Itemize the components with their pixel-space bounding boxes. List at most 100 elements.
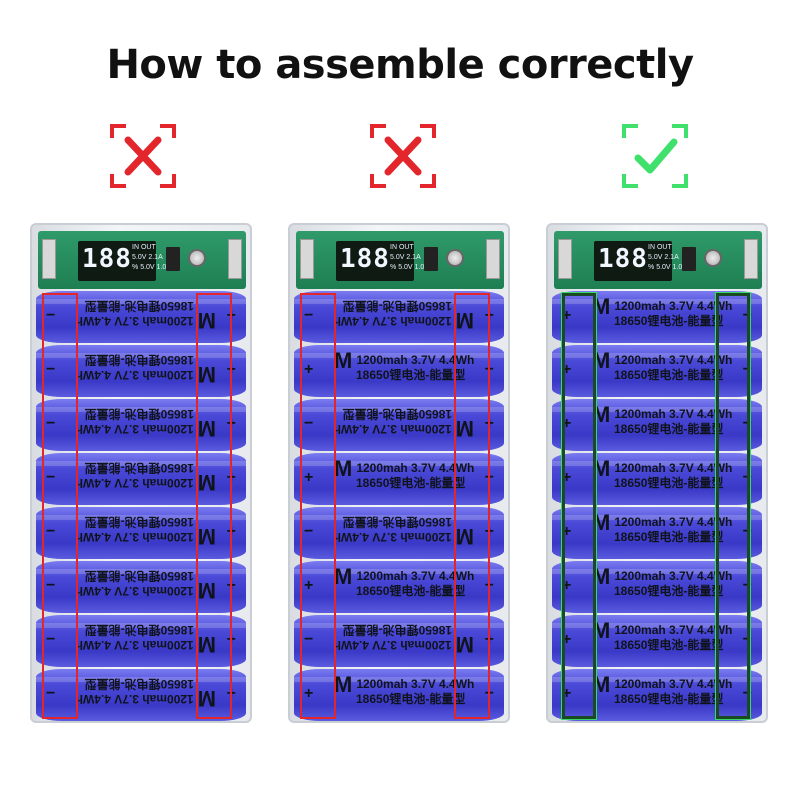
wrong-frame-left bbox=[42, 293, 78, 719]
brand-logo: M bbox=[592, 618, 611, 643]
terminal-minus: − bbox=[304, 523, 314, 540]
brand-logo: M bbox=[334, 564, 353, 589]
correct-marker bbox=[622, 124, 688, 188]
brand-logo: M bbox=[592, 564, 611, 589]
wrong-frame-left bbox=[300, 293, 336, 719]
terminal-plus: + bbox=[562, 469, 572, 486]
power-button bbox=[446, 249, 464, 267]
brand-logo: M bbox=[592, 510, 611, 535]
lcd-digits: 188 bbox=[340, 244, 390, 274]
brand-logo: M bbox=[334, 348, 353, 373]
lcd-info: IN OUT 5.0V 2.1A % 5.0V 1.0A bbox=[390, 244, 429, 271]
brand-logo: M bbox=[334, 672, 353, 697]
power-button bbox=[704, 249, 722, 267]
terminal-plus: + bbox=[562, 415, 572, 432]
lcd-display: 188 IN OUT 5.0V 2.1A % 5.0V 1.0A bbox=[336, 241, 429, 281]
terminal-minus: − bbox=[46, 469, 56, 486]
chip bbox=[682, 247, 696, 271]
cross-icon bbox=[110, 124, 176, 188]
battery-pack-wrong-1: 188 IN OUT 5.0V 2.1A % 5.0V 1.0A −M1200m… bbox=[30, 223, 252, 723]
battery-pack-wrong-2: 188 IN OUT 5.0V 2.1A % 5.0V 1.0A − M1200m… bbox=[288, 223, 510, 723]
lcd-display: 188 IN OUT 5.0V 2.1A % 5.0V 1.0A bbox=[594, 241, 687, 281]
terminal-plus: + bbox=[562, 361, 572, 378]
terminal-plus: + bbox=[304, 577, 314, 594]
pcb-board: 188 IN OUT 5.0V 2.1A % 5.0V 1.0A bbox=[554, 231, 762, 289]
terminal-plus: + bbox=[304, 685, 314, 702]
brand-logo: M bbox=[592, 294, 611, 319]
terminal-minus: − bbox=[304, 307, 314, 324]
terminal-minus: − bbox=[46, 361, 56, 378]
brand-logo: M bbox=[592, 348, 611, 373]
chip bbox=[166, 247, 180, 271]
terminal-plus: + bbox=[304, 469, 314, 486]
usb-port bbox=[300, 239, 314, 279]
lcd-info: IN OUT 5.0V 2.1A % 5.0V 1.0A bbox=[648, 244, 687, 271]
pcb-board: 188 IN OUT 5.0V 2.1A % 5.0V 1.0A bbox=[296, 231, 504, 289]
wrong-frame-right bbox=[196, 293, 232, 719]
terminal-minus: − bbox=[46, 523, 56, 540]
correct-frame-left bbox=[561, 292, 597, 720]
terminal-minus: − bbox=[46, 685, 56, 702]
wrong-marker-2 bbox=[370, 124, 436, 188]
brand-logo: M bbox=[592, 402, 611, 427]
terminal-minus: − bbox=[46, 307, 56, 324]
check-icon bbox=[622, 124, 688, 188]
terminal-minus: − bbox=[304, 631, 314, 648]
terminal-plus: + bbox=[562, 685, 572, 702]
terminal-minus: − bbox=[46, 631, 56, 648]
brand-logo: M bbox=[334, 456, 353, 481]
lcd-display: 188 IN OUT 5.0V 2.1A % 5.0V 1.0A bbox=[78, 241, 171, 281]
wrong-marker-1 bbox=[110, 124, 176, 188]
usb-port bbox=[228, 239, 242, 279]
power-button bbox=[188, 249, 206, 267]
usb-port bbox=[486, 239, 500, 279]
usb-port bbox=[558, 239, 572, 279]
usb-port bbox=[42, 239, 56, 279]
lcd-digits: 188 bbox=[82, 244, 132, 274]
page-title: How to assemble correctly bbox=[106, 42, 694, 88]
chip bbox=[424, 247, 438, 271]
terminal-minus: − bbox=[304, 415, 314, 432]
terminal-plus: + bbox=[304, 361, 314, 378]
